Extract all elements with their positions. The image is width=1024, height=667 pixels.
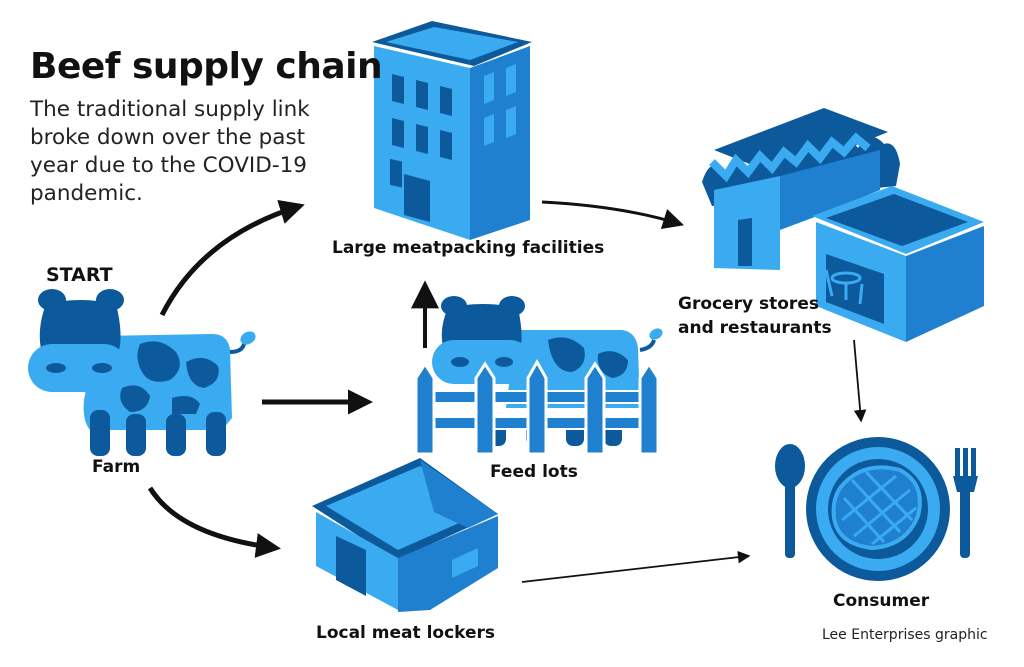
cow-icon <box>28 289 256 456</box>
credit-line: Lee Enterprises graphic <box>822 627 988 643</box>
arrow-lockers-to-consumer <box>521 550 751 583</box>
plate-icon <box>806 437 950 581</box>
farm-label: Farm <box>92 457 141 477</box>
grocery-label-line2: and restaurants <box>678 318 832 338</box>
meatpacking-label: Large meatpacking facilities <box>332 238 605 258</box>
arrow-farm-to-meatpacking <box>159 199 305 317</box>
page-title: Beef supply chain <box>30 46 383 87</box>
feedlots-label: Feed lots <box>490 462 578 482</box>
start-label: START <box>46 264 113 286</box>
arrow-meatpacking-to-grocery <box>541 200 685 230</box>
page-subtitle: The traditional supply link broke down o… <box>30 97 310 206</box>
fork-icon <box>953 448 978 558</box>
building-icon <box>372 21 532 240</box>
restaurant-icon <box>812 186 984 342</box>
consumer-label: Consumer <box>833 591 930 611</box>
store-icon <box>702 108 900 270</box>
lockers-label: Local meat lockers <box>316 623 496 643</box>
grocery-label-line1: Grocery stores <box>678 294 819 314</box>
barn-icon <box>312 458 498 612</box>
cow-icon <box>432 296 663 446</box>
fence-icon <box>414 358 660 456</box>
arrow-farm-to-lockers <box>147 486 281 558</box>
flow-arrows <box>147 199 867 583</box>
arrow-grocery-to-consumer <box>853 339 867 423</box>
spoon-icon <box>775 444 805 558</box>
